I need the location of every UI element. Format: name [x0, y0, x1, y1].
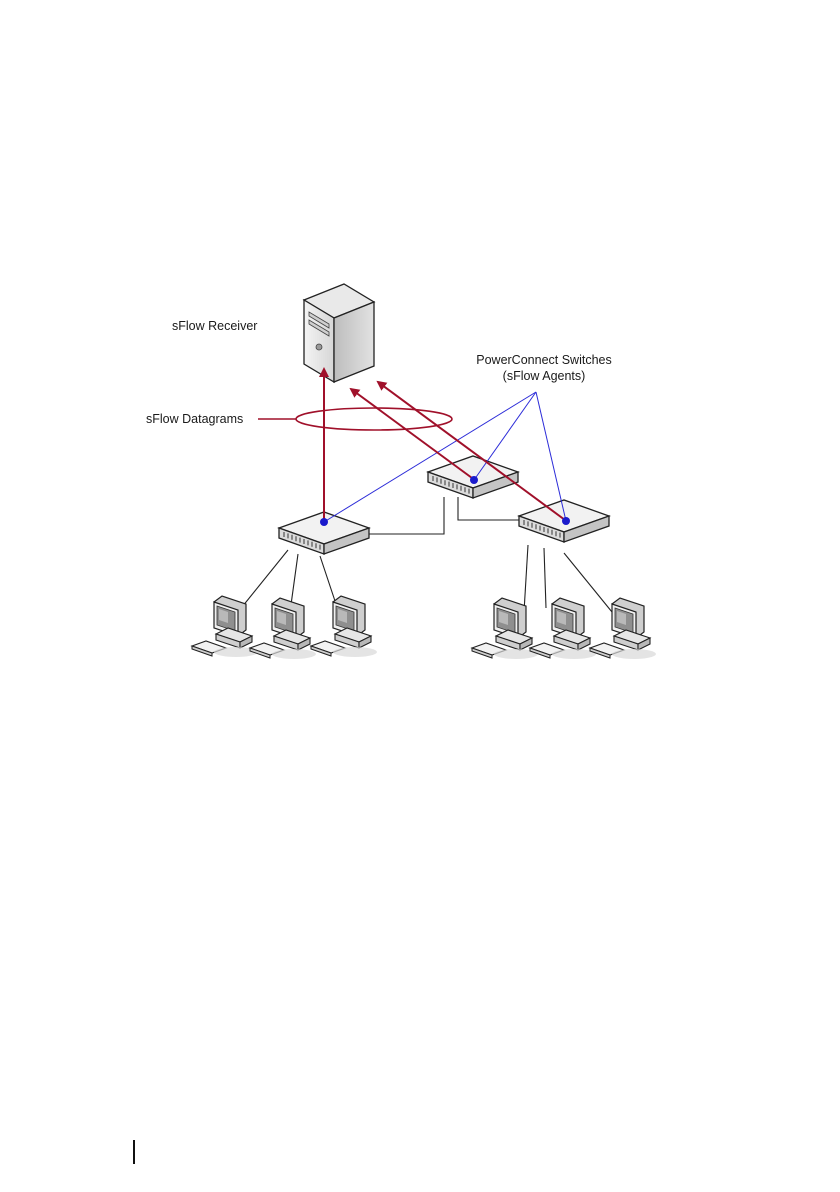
- desktop-computer-icon: [192, 596, 258, 657]
- desktop-computer-icon: [530, 598, 596, 659]
- receiver-label: sFlow Receiver: [172, 319, 257, 333]
- datagram-group-ellipse: [258, 408, 452, 430]
- agents-label-line2: (sFlow Agents): [503, 369, 586, 383]
- desktop-computer-icon: [590, 598, 656, 659]
- desktop-computer-icon: [311, 596, 377, 657]
- agents-label-line1: PowerConnect Switches: [476, 353, 611, 367]
- server-icon: [304, 284, 374, 382]
- desktop-computer-icon: [250, 598, 316, 659]
- desktop-computer-icon: [472, 598, 538, 659]
- datagrams-label: sFlow Datagrams: [146, 412, 243, 426]
